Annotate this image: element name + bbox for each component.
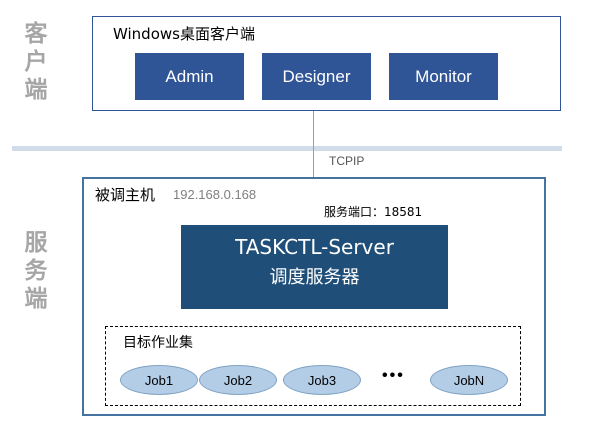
server-side-char-1: 服	[24, 230, 48, 256]
connection-line	[313, 111, 314, 223]
server-box: 被调主机 192.168.0.168 服务端口：18581 TASKCTL-Se…	[82, 177, 546, 416]
client-box: Windows桌面客户端 Admin Designer Monitor	[92, 16, 561, 111]
server-core-box: TASKCTL-Server 调度服务器	[181, 225, 448, 309]
client-side-char-1: 客	[24, 21, 48, 47]
admin-button[interactable]: Admin	[135, 53, 244, 100]
server-side-char-2: 务	[24, 258, 48, 284]
host-label: 被调主机	[95, 186, 156, 204]
client-server-divider	[12, 146, 562, 151]
job-node: Job3	[283, 365, 361, 395]
monitor-button[interactable]: Monitor	[389, 53, 498, 100]
designer-button[interactable]: Designer	[262, 53, 371, 100]
job-node: Job2	[199, 365, 277, 395]
server-subtitle: 调度服务器	[269, 267, 360, 288]
server-name: TASKCTL-Server	[235, 235, 394, 259]
client-side-char-3: 端	[24, 77, 48, 103]
client-side-char-2: 户	[24, 49, 48, 75]
client-side-label: 客 户 端	[22, 20, 50, 104]
server-side-label: 服 务 端	[22, 229, 50, 313]
job-set-box: 目标作业集 Job1 Job2 Job3 ••• JobN	[105, 326, 521, 406]
job-set-title: 目标作业集	[123, 335, 193, 351]
connection-label: TCPIP	[329, 154, 365, 168]
more-jobs-ellipsis: •••	[382, 367, 405, 384]
port-label: 服务端口：18581	[324, 205, 423, 219]
client-title: Windows桌面客户端	[113, 25, 255, 43]
job-node: JobN	[430, 365, 508, 395]
job-node: Job1	[120, 365, 198, 395]
server-side-char-3: 端	[24, 286, 48, 312]
host-ip: 192.168.0.168	[173, 187, 257, 202]
